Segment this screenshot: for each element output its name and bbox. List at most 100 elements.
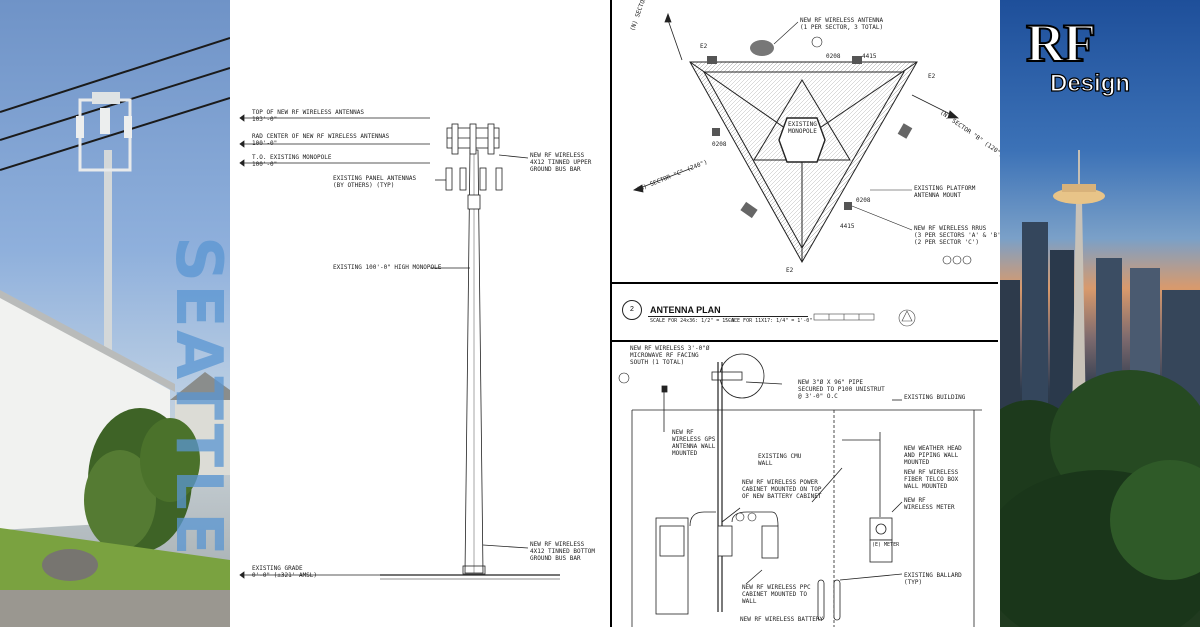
bottom-bus-text-1: NEW RF WIRELESS bbox=[530, 541, 585, 548]
top-antennas-value: 103'-0" bbox=[252, 115, 278, 123]
bottom-bus-text-3: GROUND BUS BAR bbox=[530, 554, 581, 562]
ppc-text-2: CABINET MOUNTED TO bbox=[742, 590, 808, 598]
weather-text-3: MOUNTED bbox=[904, 458, 930, 466]
code-0208-3: 0208 bbox=[856, 197, 871, 204]
platform-text-1: EXISTING PLATFORM bbox=[914, 185, 976, 192]
monopole-elevation-drawing bbox=[239, 114, 560, 580]
code-e2-3: E2 bbox=[786, 267, 794, 274]
plan-title-underline bbox=[648, 316, 808, 317]
code-4415-1: 4415 bbox=[862, 53, 877, 60]
panel-divider-vertical bbox=[610, 0, 612, 627]
gps-label: NEW RF WIRELESS GPS ANTENNA WALL MOUNTED bbox=[672, 429, 716, 458]
weather-text-2: AND PIPING WALL bbox=[904, 451, 959, 459]
telco-text-3: WALL MOUNTED bbox=[904, 482, 948, 490]
upper-bus-label: NEW RF WIRELESS 4X12 TINNED UPPER GROUND… bbox=[530, 152, 592, 174]
bottom-bus-text-2: 4X12 TINNED BOTTOM bbox=[530, 547, 596, 555]
rrus-text-3: (2 PER SECTOR 'C') bbox=[914, 238, 980, 246]
gps-text-4: MOUNTED bbox=[672, 449, 698, 457]
pipe-text-3: @ 3'-0" O.C bbox=[798, 392, 838, 400]
code-4415-2: 4415 bbox=[840, 223, 855, 230]
monopole-street-photo bbox=[0, 0, 230, 627]
gps-text-3: ANTENNA WALL bbox=[672, 442, 716, 450]
monopole-label: EXISTING 100'-0" HIGH MONOPOLE bbox=[333, 264, 442, 271]
weather-text-1: NEW WEATHER HEAD bbox=[904, 445, 962, 452]
microwave-text-1: NEW RF WIRELESS 3'-0"Ø bbox=[630, 345, 710, 352]
skyline-photo-drawing bbox=[1000, 150, 1200, 627]
bollard-label: EXISTING BALLARD (TYP) bbox=[904, 572, 962, 587]
monopole-photo-drawing bbox=[0, 37, 230, 627]
existing-monopole-text-2: MONOPOLE bbox=[788, 127, 817, 135]
building-label: EXISTING BUILDING bbox=[904, 394, 966, 401]
rrus-label: NEW RF WIRELESS RRUS (3 PER SECTORS 'A' … bbox=[914, 225, 1005, 247]
grade-text: EXISTING GRADE bbox=[252, 565, 303, 572]
plan-scale-1: SCALE FOR 24x36: 1/2" = 1'-0" bbox=[650, 318, 738, 324]
battery-label: NEW RF WIRELESS BATTERY bbox=[740, 616, 824, 623]
seattle-skyline-photo bbox=[1000, 0, 1200, 627]
logo-mark: RF bbox=[1025, 13, 1097, 73]
rad-center-label: RAD CENTER OF NEW RF WIRELESS ANTENNAS 1… bbox=[252, 133, 390, 148]
equipment-detail-drawing bbox=[618, 353, 982, 627]
logo-word: Design bbox=[1049, 70, 1131, 97]
meter-text-2: WIRELESS METER bbox=[904, 503, 955, 511]
scale-bar bbox=[813, 309, 916, 327]
meter-text-1: NEW RF bbox=[904, 497, 926, 504]
pipe-text-2: SECURED TO P100 UNISTRUT bbox=[798, 385, 885, 393]
existing-monopole-text-1: EXISTING bbox=[788, 121, 817, 128]
code-0208-1: 0208 bbox=[826, 53, 841, 60]
rad-center-value: 100'-0" bbox=[252, 139, 278, 147]
existing-panels-text-2: (BY OTHERS) (TYP) bbox=[333, 181, 395, 189]
meter-box-label: (E) METER bbox=[872, 542, 900, 548]
to-monopole-value: 100'-0" bbox=[252, 160, 278, 168]
power-cabinet-label: NEW RF WIRELESS POWER CABINET MOUNTED ON… bbox=[742, 479, 822, 501]
code-e2-2: E2 bbox=[928, 73, 936, 80]
grade-label: EXISTING GRADE 0'-0" (±321' AMSL) bbox=[252, 565, 318, 580]
telco-text-2: FIBER TELCO BOX bbox=[904, 475, 959, 483]
cmu-text-2: WALL bbox=[758, 459, 773, 467]
power-text-2: CABINET MOUNTED ON TOP bbox=[742, 485, 822, 493]
panel-divider-detail bbox=[612, 340, 998, 342]
rrus-text-2: (3 PER SECTORS 'A' & 'B') bbox=[914, 231, 1005, 239]
microwave-text-3: SOUTH (1 TOTAL) bbox=[630, 358, 685, 366]
top-antennas-label: TOP OF NEW RF WIRELESS ANTENNAS 103'-0" bbox=[252, 109, 364, 124]
rrus-text-1: NEW RF WIRELESS RRUS bbox=[914, 225, 987, 232]
power-text-1: NEW RF WIRELESS POWER bbox=[742, 479, 818, 486]
seattle-overlay-text: SEATTLE bbox=[161, 236, 235, 558]
ppc-text-1: NEW RF WIRELESS PPC bbox=[742, 584, 811, 591]
platform-label: EXISTING PLATFORM ANTENNA MOUNT bbox=[914, 185, 976, 200]
antenna-label: NEW RF WIRELESS ANTENNA (1 PER SECTOR, 3… bbox=[800, 17, 884, 32]
code-0208-2: 0208 bbox=[712, 141, 727, 148]
upper-bus-text-2: 4X12 TINNED UPPER bbox=[530, 158, 592, 166]
gps-text-1: NEW RF bbox=[672, 429, 694, 436]
meter-label: NEW RF WIRELESS METER bbox=[904, 497, 955, 512]
rf-design-logo: RF Design bbox=[1020, 15, 1166, 104]
telco-label: NEW RF WIRELESS FIBER TELCO BOX WALL MOU… bbox=[904, 469, 959, 491]
top-antennas-text: TOP OF NEW RF WIRELESS ANTENNAS bbox=[252, 109, 364, 116]
microwave-label: NEW RF WIRELESS 3'-0"Ø MICROWAVE RF FACI… bbox=[630, 345, 710, 367]
upper-bus-text-3: GROUND BUS BAR bbox=[530, 165, 581, 173]
platform-text-2: ANTENNA MOUNT bbox=[914, 191, 961, 199]
power-text-3: OF NEW BATTERY CABINET bbox=[742, 492, 822, 500]
upper-bus-text-1: NEW RF WIRELESS bbox=[530, 152, 585, 159]
bollard-text-2: (TYP) bbox=[904, 578, 923, 586]
pipe-text-1: NEW 3"Ø X 96" PIPE bbox=[798, 379, 864, 386]
panel-divider-horizontal bbox=[612, 282, 998, 284]
grade-value: 0'-0" (±321' AMSL) bbox=[252, 571, 318, 579]
antenna-text-1: NEW RF WIRELESS ANTENNA bbox=[800, 17, 884, 24]
to-monopole-text: T.O. EXISTING MONOPOLE bbox=[252, 154, 332, 161]
cmu-text-1: EXISTING CMU bbox=[758, 453, 802, 460]
microwave-text-2: MICROWAVE RF FACING bbox=[630, 351, 699, 359]
bollard-text-1: EXISTING BALLARD bbox=[904, 572, 962, 579]
telco-text-1: NEW RF WIRELESS bbox=[904, 469, 959, 476]
plan-title-number: 2 bbox=[622, 300, 642, 320]
ppc-cabinet-label: NEW RF WIRELESS PPC CABINET MOUNTED TO W… bbox=[742, 584, 811, 606]
cmu-label: EXISTING CMU WALL bbox=[758, 453, 802, 468]
existing-panels-label: EXISTING PANEL ANTENNAS (BY OTHERS) (TYP… bbox=[333, 175, 417, 190]
code-e2-1: E2 bbox=[700, 43, 708, 50]
rad-center-text: RAD CENTER OF NEW RF WIRELESS ANTENNAS bbox=[252, 133, 390, 140]
existing-monopole-label: EXISTING MONOPOLE bbox=[788, 121, 817, 136]
antenna-text-2: (1 PER SECTOR, 3 TOTAL) bbox=[800, 23, 884, 31]
bottom-bus-label: NEW RF WIRELESS 4X12 TINNED BOTTOM GROUN… bbox=[530, 541, 596, 563]
existing-panels-text-1: EXISTING PANEL ANTENNAS bbox=[333, 175, 417, 182]
pipe-label: NEW 3"Ø X 96" PIPE SECURED TO P100 UNIST… bbox=[798, 379, 885, 401]
antenna-plan-drawing bbox=[632, 12, 972, 265]
